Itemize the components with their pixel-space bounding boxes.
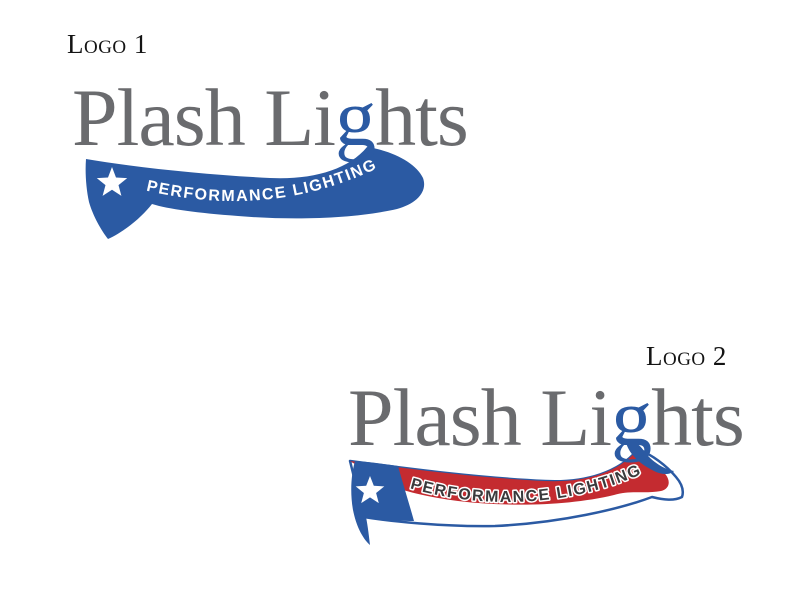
star-icon (355, 476, 385, 504)
logo2-g-descender-swoosh (626, 441, 674, 474)
logo2-wordmark-pre: Plash Li (348, 372, 611, 463)
logo2-wordmark: Plash Lights (348, 372, 744, 463)
logo1-caption: Logo 1 (67, 29, 148, 59)
logo1-ribbon-banner (85, 147, 425, 239)
logo1-wordmark-pre: Plash Li (72, 72, 335, 163)
logo2-caption: Logo 2 (646, 341, 727, 371)
logo1-wordmark: Plash Lights (72, 72, 468, 163)
logo2-ribbon-red-stripe (350, 449, 669, 505)
star-icon (96, 167, 128, 196)
logo1-wordmark-g: g (335, 72, 375, 163)
logo2-wordmark-g: g (611, 372, 651, 463)
logo1-graphic: PERFORMANCE LIGHTING Plash Lights (72, 72, 469, 239)
logo2-wordmark-post: hts (651, 372, 744, 463)
logo2-ribbon-blue-field (351, 461, 414, 545)
logo2-graphic: PERFORMANCE LIGHTING Plash Lights (348, 372, 745, 545)
logo1-wordmark-post: hts (375, 72, 468, 163)
